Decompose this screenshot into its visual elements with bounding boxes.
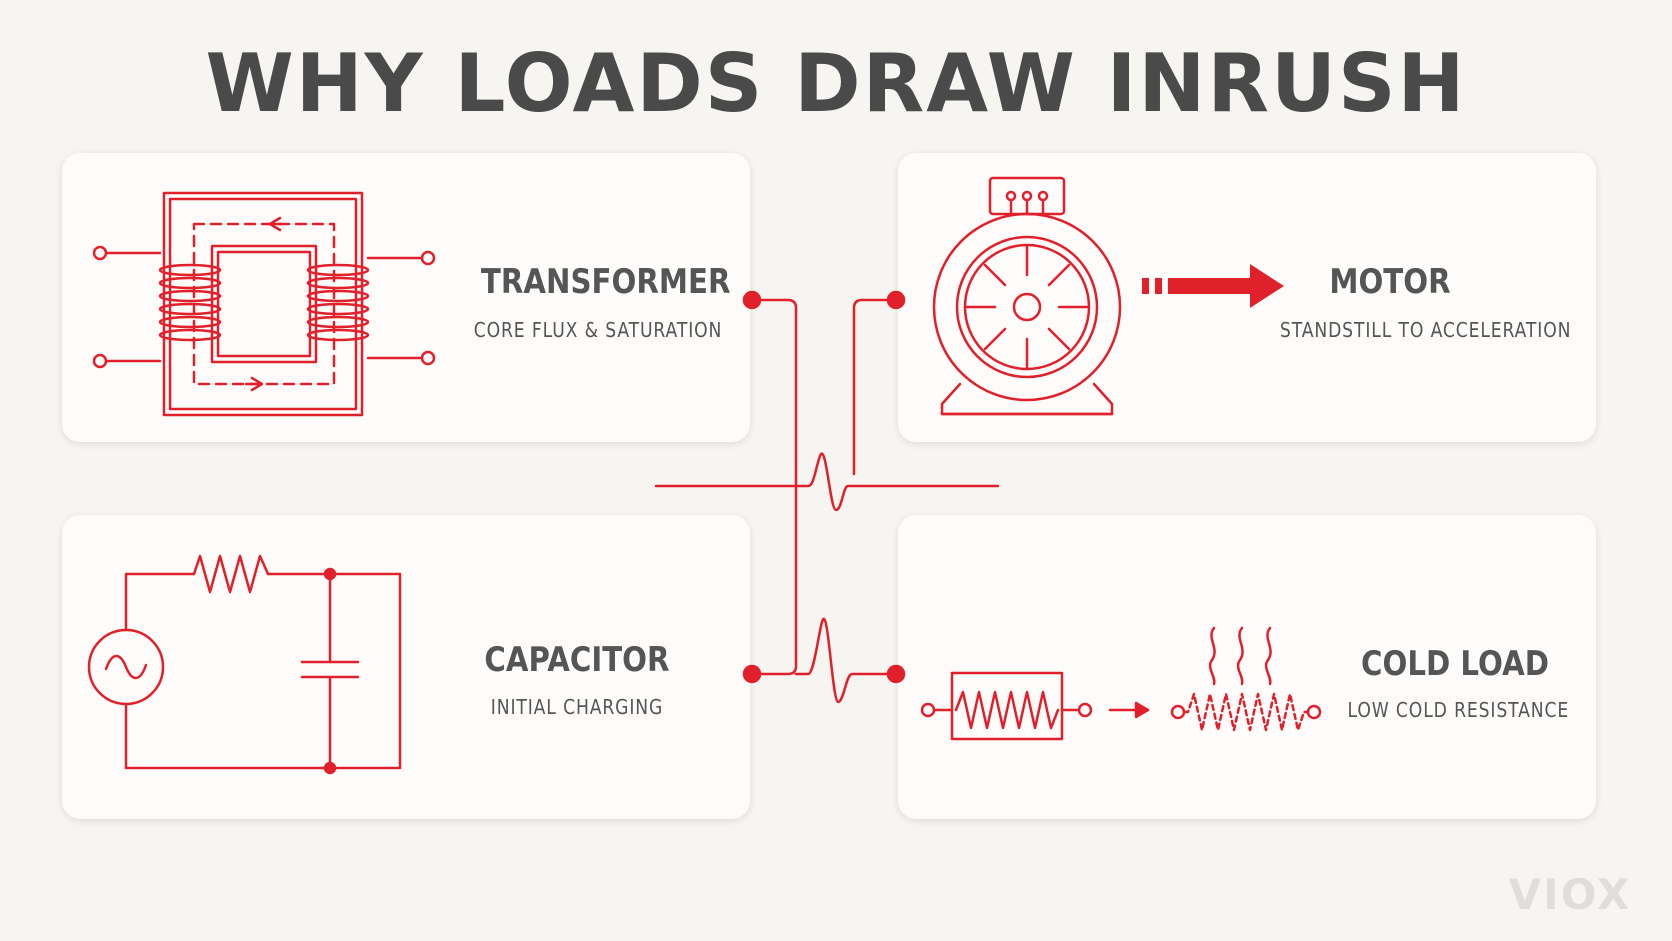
- capacitor-circuit-icon: [87, 554, 402, 775]
- flux-arrow-bottom: [244, 376, 264, 392]
- rotor-slots: [965, 245, 1089, 369]
- cold-load-heading: COLD LOAD: [1361, 644, 1549, 684]
- heat-wave: [1236, 626, 1244, 686]
- cold-load-subtitle: LOW COLD RESISTANCE: [1347, 698, 1570, 722]
- flux-arrow-top: [268, 216, 284, 232]
- transformer-card: [62, 153, 750, 442]
- transformer-icon: [92, 191, 436, 417]
- heat-wave: [1208, 626, 1216, 686]
- motor-subtitle: STANDSTILL TO ACCELERATION: [1279, 318, 1572, 342]
- inrush-waveform-lower: [794, 617, 898, 704]
- heating-resistor-icon: [920, 626, 1322, 741]
- connector-dot: [742, 664, 762, 684]
- motor-icon: [932, 176, 1122, 416]
- inrush-waveform-center: [654, 452, 1000, 512]
- transformer-subtitle: CORE FLUX & SATURATION: [473, 318, 723, 342]
- acceleration-arrow-icon: [1142, 264, 1284, 308]
- capacitor-heading: CAPACITOR: [484, 640, 670, 680]
- cold-load-card: [898, 515, 1596, 819]
- motor-heading: MOTOR: [1329, 262, 1451, 302]
- watermark-logo: VIOX: [1508, 870, 1632, 919]
- connector-dot: [886, 290, 906, 310]
- motor-card: [898, 153, 1596, 442]
- primary-coil: [158, 263, 222, 342]
- heat-wave: [1264, 626, 1272, 686]
- capacitor-subtitle: INITIAL CHARGING: [490, 695, 664, 719]
- secondary-coil: [306, 263, 370, 342]
- connector-dot: [886, 664, 906, 684]
- connection-lines: [654, 290, 1000, 704]
- transformer-heading: TRANSFORMER: [480, 262, 731, 302]
- page-title: WHY LOADS DRAW INRUSH: [205, 37, 1467, 130]
- connector-dot: [742, 290, 762, 310]
